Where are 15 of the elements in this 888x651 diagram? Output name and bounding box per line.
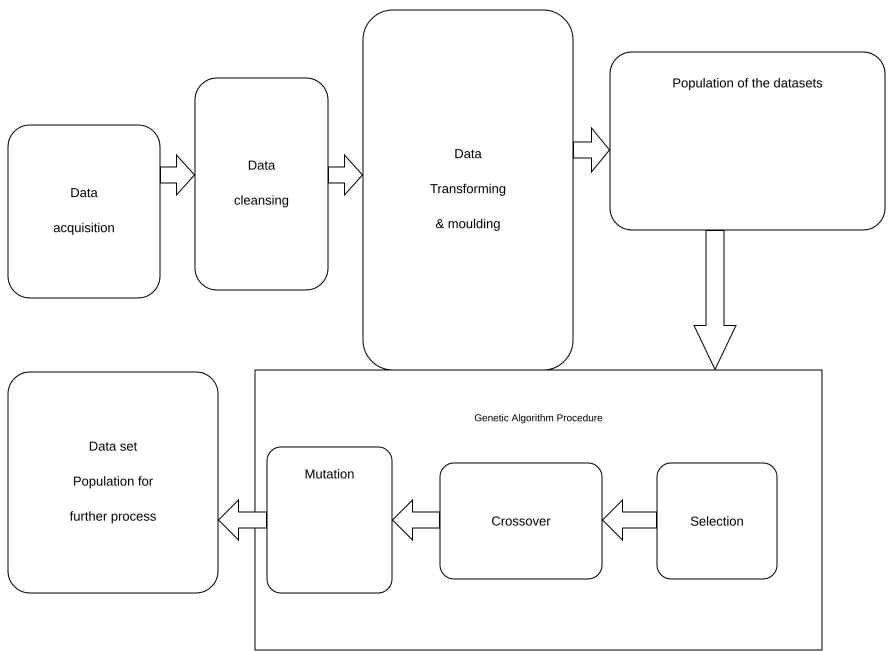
block-arrow	[693, 230, 737, 371]
process-box: Mutation	[266, 446, 392, 594]
process-box: Selection	[656, 462, 778, 580]
block-arrow	[602, 498, 657, 542]
block-arrow	[328, 154, 364, 196]
block-arrow	[392, 498, 440, 542]
process-box: Data cleansing	[194, 78, 328, 290]
process-box: Population of the datasets	[610, 52, 886, 230]
block-arrow	[573, 126, 610, 174]
process-box: Data acquisition	[8, 124, 160, 298]
process-box: Crossover	[440, 462, 602, 580]
process-box: Data Transforming & moulding	[362, 10, 574, 370]
block-arrow	[218, 498, 267, 542]
process-box: Data set Population for further process	[8, 372, 218, 594]
block-arrow	[160, 154, 196, 196]
